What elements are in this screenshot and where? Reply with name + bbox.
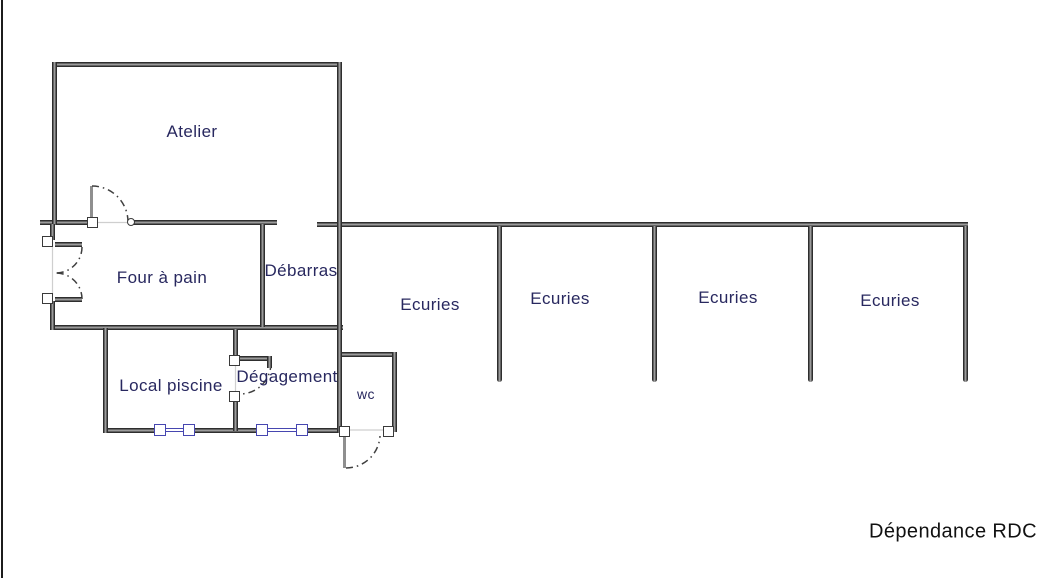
- wall-four-a-pain-left-upper: [50, 224, 55, 240]
- door-swing-arcs: [55, 185, 381, 469]
- door-jamb: [87, 217, 98, 228]
- window-symbol: [154, 424, 166, 436]
- wall-interior-left-segment: [40, 220, 93, 225]
- window-symbol: [256, 424, 268, 436]
- wall-ecuries-right-end: [963, 226, 968, 382]
- room-label-debarras: Débarras: [264, 261, 338, 280]
- door-jamb: [229, 355, 240, 366]
- room-label-ecuries-3: Ecuries: [698, 288, 758, 307]
- french-door-upper-swing-arc: [55, 246, 83, 274]
- french-door-lower-swing-arc: [55, 272, 83, 300]
- french-door-upper-leaf: [55, 242, 82, 247]
- french-door-lower-leaf: [55, 297, 82, 302]
- wall-debarras-left: [260, 224, 265, 327]
- wall-local-piscine-left: [103, 328, 108, 433]
- wall-ecuries-divider-1: [497, 226, 502, 382]
- threshold-lines: [51, 221, 384, 431]
- door-jamb: [42, 236, 53, 247]
- wall-ecuries-top: [317, 222, 968, 227]
- room-label-ecuries-4: Ecuries: [860, 291, 920, 310]
- degagement-door-swing-arc: [239, 362, 272, 395]
- room-label-local-piscine: Local piscine: [119, 376, 223, 395]
- window-symbol: [296, 424, 308, 436]
- wall-atelier-left: [52, 62, 57, 225]
- page-left-border: [1, 0, 3, 578]
- wall-wc-top: [341, 352, 397, 357]
- wall-main-right: [337, 62, 342, 433]
- door-jamb: [229, 391, 240, 402]
- window-glazing-lines: [163, 428, 185, 432]
- degagement-door-leaf-end: [267, 356, 272, 368]
- wall-degagement-divider-upper: [233, 329, 238, 357]
- atelier-door-swing-arc: [91, 185, 129, 223]
- door-jamb-round: [127, 218, 135, 226]
- room-label-atelier: Atelier: [166, 122, 218, 141]
- wall-interior-mid-segment: [131, 220, 277, 225]
- window-glazing-lines: [265, 428, 298, 432]
- wall-ecuries-divider-3: [808, 226, 813, 382]
- wall-wc-right: [392, 352, 397, 432]
- wall-atelier-top: [52, 62, 341, 67]
- degagement-door-leaf: [238, 356, 271, 361]
- wall-bottom-segment-2: [195, 428, 257, 433]
- wall-bottom-segment-1: [103, 428, 155, 433]
- door-jamb: [339, 426, 350, 437]
- door-jamb: [42, 293, 53, 304]
- plan-title: Dépendance RDC: [869, 520, 1037, 543]
- room-label-degagement: Dégagement: [236, 367, 338, 386]
- room-label-wc: wc: [357, 386, 375, 402]
- wc-door-swing-arc: [345, 435, 381, 469]
- door-leaves: [90, 186, 346, 468]
- window-symbol: [183, 424, 195, 436]
- wall-ecuries-divider-2: [652, 226, 657, 382]
- wall-bottom-segment-3: [308, 428, 345, 433]
- room-label-four-a-pain: Four à pain: [116, 268, 208, 287]
- wall-degagement-divider-lower: [233, 398, 238, 431]
- room-label-ecuries-1: Ecuries: [400, 295, 460, 314]
- wall-four-a-pain-left-lower: [50, 301, 55, 330]
- room-label-ecuries-2: Ecuries: [530, 289, 590, 308]
- door-jamb: [383, 426, 394, 437]
- wall-four-a-pain-bottom: [50, 325, 343, 330]
